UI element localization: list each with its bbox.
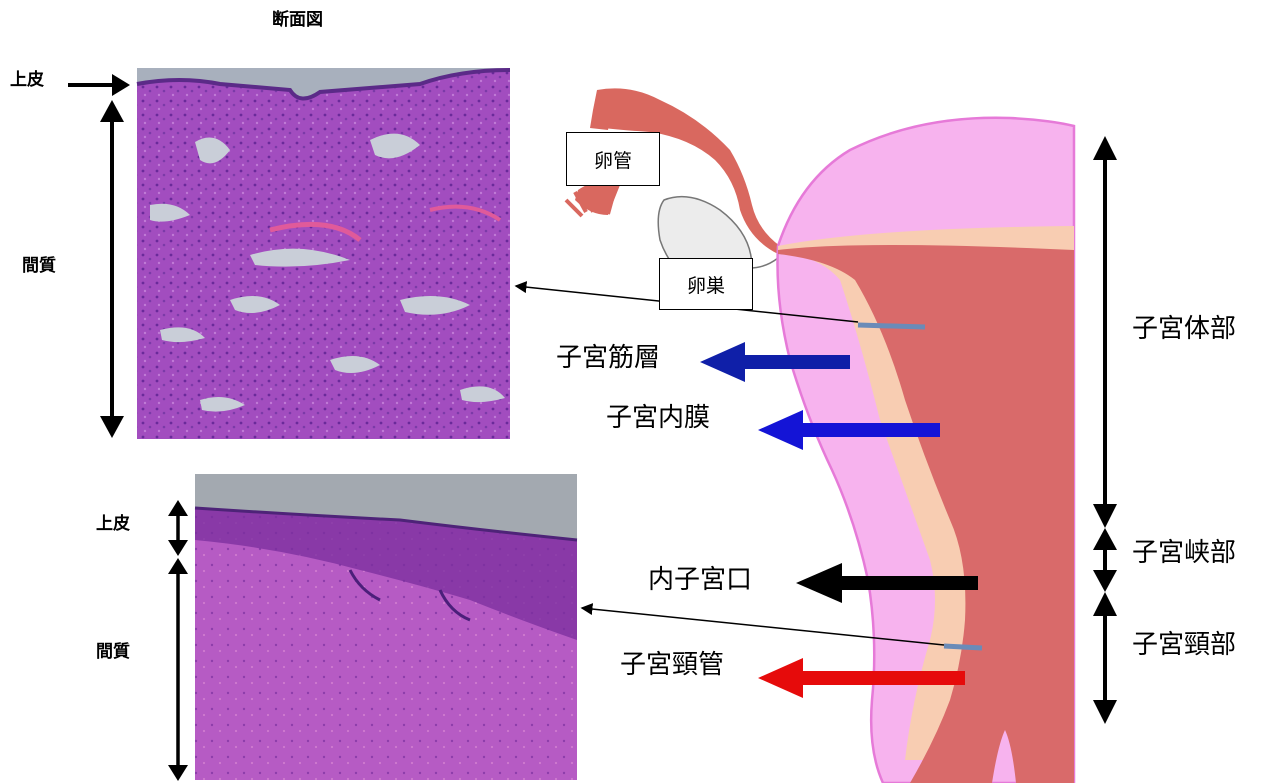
ovary-label: 卵巣 [659, 258, 753, 310]
diagram-title: 断面図 [272, 12, 323, 29]
uterine-body-double-arrow [1093, 136, 1117, 528]
fallopian-tube-label: 卵管 [566, 132, 660, 186]
fallopian-tube-text: 卵管 [594, 146, 632, 173]
isthmus-label: 子宮峡部 [1132, 540, 1236, 566]
bottom-epithelium-double-arrow [168, 500, 188, 556]
cervical-canal-label: 子宮頸管 [620, 652, 724, 678]
bottom-stroma-double-arrow [168, 558, 188, 781]
top-epithelium-arrow [68, 74, 130, 96]
isthmus-double-arrow [1093, 528, 1117, 592]
section-marker-bottom [944, 646, 982, 648]
uterine-body-label: 子宮体部 [1132, 316, 1236, 342]
bottom-stroma-label: 間質 [96, 644, 130, 661]
top-stroma-double-arrow [100, 100, 124, 438]
internal-os-label: 内子宮口 [648, 567, 752, 593]
cervix-label: 子宮頸部 [1132, 632, 1236, 658]
section-marker-top [858, 325, 925, 327]
top-stroma-label: 間質 [22, 258, 56, 275]
cervix-double-arrow [1093, 592, 1117, 724]
histology-image-top [137, 68, 510, 439]
myometrium-label: 子宮筋層 [556, 345, 660, 371]
bottom-epithelium-label: 上皮 [96, 516, 130, 533]
top-epithelium-label: 上皮 [10, 72, 44, 89]
endometrium-label: 子宮内膜 [606, 405, 710, 431]
ovary-text: 卵巣 [687, 271, 725, 298]
histology-image-bottom [195, 474, 577, 780]
